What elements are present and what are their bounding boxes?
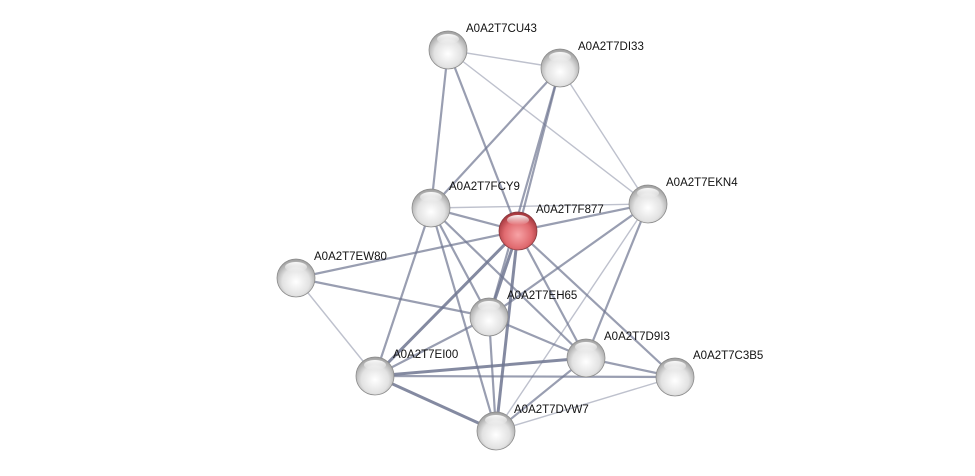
node-ew80[interactable]: A0A2T7EW80 [276,251,387,298]
sphere-highlight [637,188,659,198]
edge-f877-ekn4[interactable] [517,202,649,233]
node-ekn4[interactable]: A0A2T7EKN4 [628,177,738,224]
node-label: A0A2T7D9I3 [604,331,670,343]
edge-f877-d9i3[interactable] [517,230,587,359]
sphere-highlight [485,415,507,425]
edge-f877-c3b5[interactable] [517,230,676,378]
node-label: A0A2T7C3B5 [693,350,763,362]
node-label: A0A2T7EW80 [314,251,387,263]
edge-ew80-ei00[interactable] [295,277,376,377]
node-d9i3[interactable]: A0A2T7D9I3 [566,331,670,378]
edge-fcy9-dvw7[interactable] [429,207,498,432]
sphere-highlight [507,215,529,225]
edge-f877-ei00[interactable] [373,229,520,378]
edge-ekn4-dvw7[interactable] [495,203,649,432]
edge-cu43-fcy9[interactable] [429,49,450,209]
edge-ew80-eh65[interactable] [295,276,490,319]
node-label: A0A2T7F877 [536,204,604,216]
node-label: A0A2T7EI00 [393,349,458,361]
node-fcy9[interactable]: A0A2T7FCY9 [411,181,520,228]
edge-dvw7-c3b5[interactable] [495,376,676,432]
edge-d9i3-ei00[interactable] [374,356,587,378]
sphere-highlight [420,192,442,202]
node-label: A0A2T7DI33 [578,41,644,53]
sphere-highlight [664,361,686,371]
node-ei00[interactable]: A0A2T7EI00 [355,349,458,396]
edge-f877-dvw7[interactable] [494,230,520,432]
edge-di33-ekn4[interactable] [559,67,649,205]
sphere-highlight [437,34,459,44]
edge-fcy9-d9i3[interactable] [430,207,587,359]
node-c3b5[interactable]: A0A2T7C3B5 [655,350,763,397]
sphere-highlight [549,52,571,62]
node-label: A0A2T7CU43 [466,23,537,35]
node-label: A0A2T7EH65 [507,290,577,302]
edge-fcy9-eh65[interactable] [430,207,490,318]
edge-ekn4-eh65[interactable] [488,203,649,318]
node-f877[interactable]: A0A2T7F877 [498,204,604,251]
edge-cu43-ekn4[interactable] [447,49,649,205]
edge-ekn4-d9i3[interactable] [584,203,650,359]
edge-ei00-dvw7[interactable] [374,374,497,433]
node-label: A0A2T7FCY9 [449,181,520,193]
edge-cu43-f877[interactable] [446,49,520,232]
node-eh65[interactable]: A0A2T7EH65 [469,290,577,337]
node-dvw7[interactable]: A0A2T7DVW7 [476,404,589,451]
sphere-highlight [364,360,386,370]
edge-di33-fcy9[interactable] [430,67,561,209]
sphere-highlight [478,301,500,311]
edge-eh65-ei00[interactable] [374,316,490,377]
edge-ei00-c3b5[interactable] [374,374,676,379]
node-cu43[interactable]: A0A2T7CU43 [428,23,537,70]
edge-fcy9-ekn4[interactable] [430,203,649,209]
sphere-highlight [575,342,597,352]
edge-fcy9-ei00[interactable] [373,207,433,377]
node-di33[interactable]: A0A2T7DI33 [540,41,644,88]
node-label: A0A2T7EKN4 [666,177,738,189]
node-label: A0A2T7DVW7 [514,404,589,416]
edge-f877-ew80[interactable] [295,229,519,280]
sphere-highlight [285,262,307,272]
